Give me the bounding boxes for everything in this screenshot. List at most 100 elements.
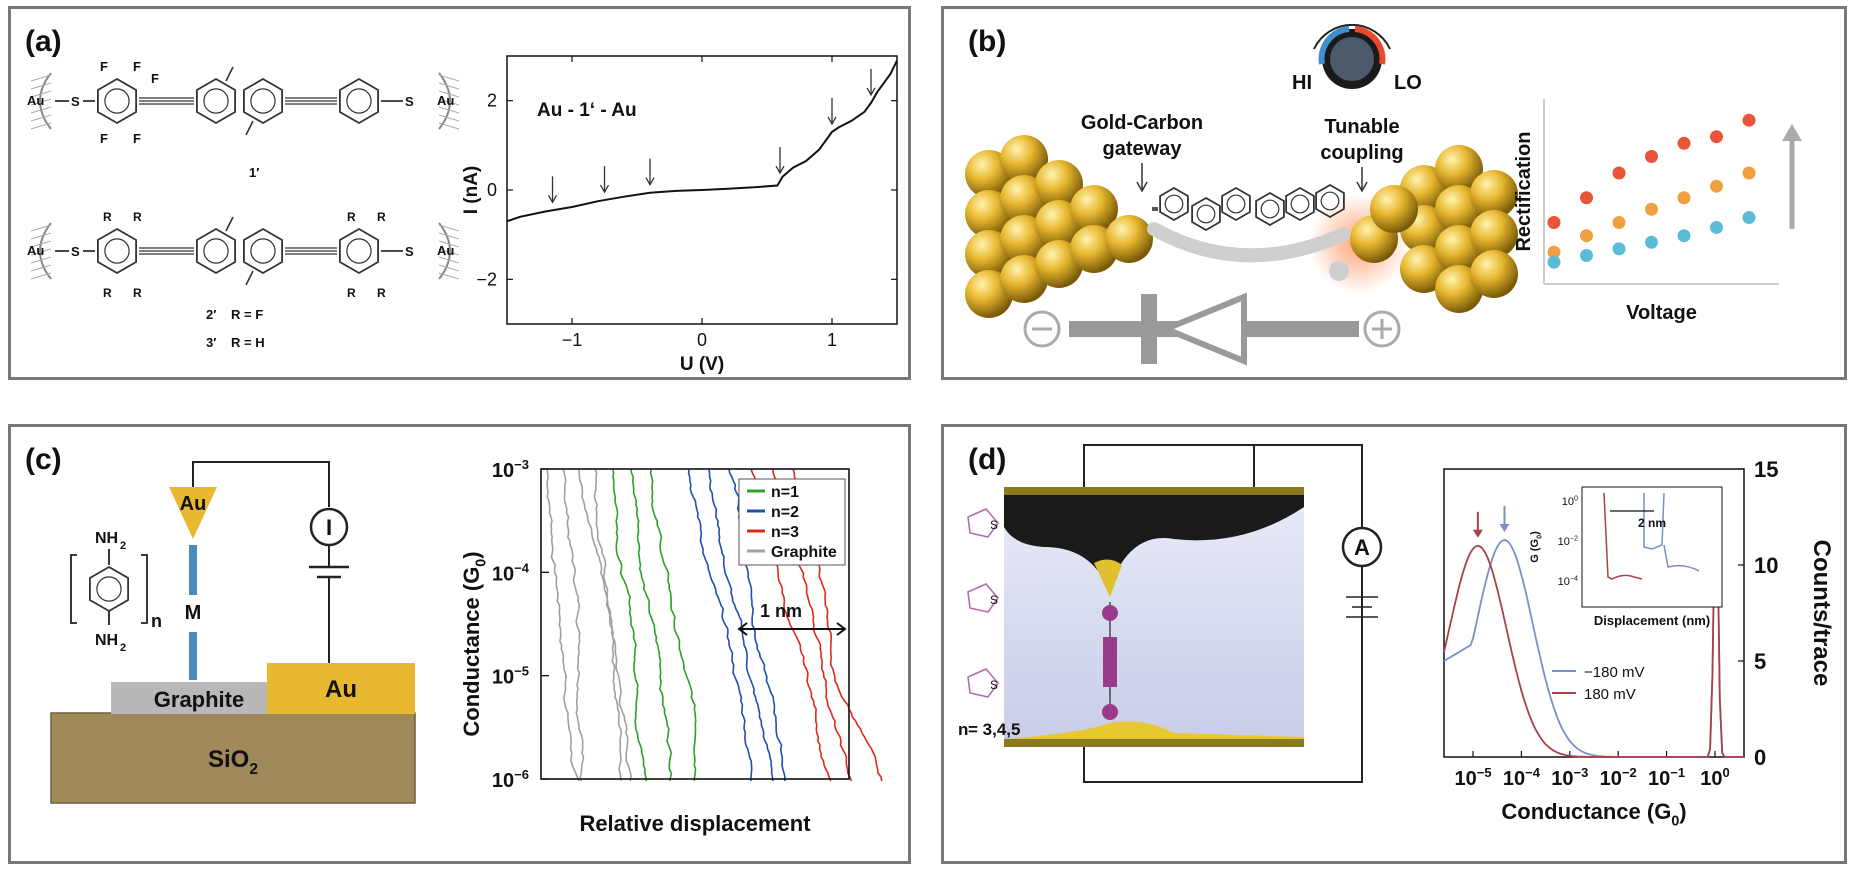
mol-1-methyl xyxy=(225,66,234,82)
graphite-label: Graphite xyxy=(154,687,244,712)
y-axis-label: Rectification xyxy=(1513,131,1535,251)
mol-2-au-right-hatch xyxy=(438,248,460,256)
y-axis-label: Counts/trace xyxy=(1808,540,1835,687)
mol-2-au-left-hatch xyxy=(30,224,52,232)
legend-label: n=1 xyxy=(771,484,799,501)
dial-face xyxy=(1330,37,1374,81)
rectification-chart: Voltage Rectification xyxy=(1513,99,1802,324)
mol-1-ring-1 xyxy=(195,77,237,125)
mol-2-au-right-hatch xyxy=(438,256,460,264)
gold-atom-left xyxy=(1105,215,1153,263)
conductance-trace xyxy=(649,468,697,782)
mol-2-au-right-hatch xyxy=(438,232,460,240)
mol-1-ring-2-ring xyxy=(250,88,276,114)
mol-1-au-left-hatch xyxy=(30,82,52,90)
mol-2-ring-2 xyxy=(242,227,284,275)
diode-triangle xyxy=(1158,292,1247,366)
molecule-ring-3-ring xyxy=(1260,199,1280,219)
step-arrow-head xyxy=(547,195,558,204)
mol-2-au-left-hatch xyxy=(30,240,52,248)
data-point xyxy=(1677,191,1691,205)
circuit-wire-top xyxy=(192,461,330,507)
y-axis-label: Conductance (G0) xyxy=(459,551,490,736)
coupling-arc xyxy=(1147,222,1351,263)
conductance-trace xyxy=(578,468,623,782)
data-point xyxy=(1612,216,1626,229)
anchor-bottom xyxy=(1102,704,1118,720)
data-point xyxy=(1547,255,1561,269)
legend-label: Graphite xyxy=(771,544,837,561)
gold-atom-left xyxy=(1000,135,1048,183)
x-axis-label: Conductance (G0) xyxy=(1501,799,1686,830)
mol-1-au-right-hatch xyxy=(438,114,460,122)
plot-frame xyxy=(540,468,850,780)
y-tick-label: 2 xyxy=(487,91,497,111)
panel-a-label: (a) xyxy=(25,25,62,58)
n-label: n xyxy=(958,720,968,739)
y-tick-label: 10−5 xyxy=(492,664,529,689)
mol-1-au-left: Au xyxy=(27,93,44,108)
chart-title: Au - 1‘ - Au xyxy=(537,100,637,121)
conductance-trace xyxy=(546,468,580,782)
mol-2-r: R xyxy=(347,286,356,300)
mol-2-r: R xyxy=(103,210,112,224)
molecule-lower xyxy=(189,632,197,680)
data-point xyxy=(1742,113,1756,127)
y-tick-label: −2 xyxy=(476,269,497,289)
gold-atom-right xyxy=(1470,170,1518,218)
inset-trace-red xyxy=(1603,492,1643,580)
mol-2-r: R xyxy=(377,286,386,300)
mol-2-ring-1-ring xyxy=(203,238,229,264)
mol-2-s-right: S xyxy=(405,244,414,259)
mol-1-au-left-hatch xyxy=(30,106,52,114)
y-tick-label: 10−6 xyxy=(492,767,529,792)
gold-atom-right xyxy=(1470,250,1518,298)
thiophene-s: S xyxy=(990,593,998,607)
au-tip xyxy=(169,487,217,539)
y-tick-label: 0 xyxy=(1754,745,1766,770)
y-tick-label: 15 xyxy=(1754,457,1778,482)
gateway-arrow-head xyxy=(1136,181,1148,193)
x-tick-label: 10−2 xyxy=(1600,765,1637,790)
mol-1-ring-0-ring xyxy=(104,88,130,114)
mol-1-au-right-hatch xyxy=(438,98,460,106)
gold-atom-right xyxy=(1435,145,1483,193)
ammeter-label: A xyxy=(1354,535,1370,560)
mol-1-au-right: Au xyxy=(437,93,454,108)
ammeter xyxy=(1341,526,1383,568)
y-tick-label: 5 xyxy=(1754,649,1766,674)
scale-bar-head xyxy=(836,622,847,636)
lo-label: LO xyxy=(1394,72,1422,94)
data-point xyxy=(1580,229,1593,243)
molecule-ring-4 xyxy=(1285,186,1315,222)
mol-2-name: 2′ xyxy=(206,307,216,322)
data-point xyxy=(1547,216,1561,229)
mol-2-r: R xyxy=(133,210,142,224)
molecule-label: M xyxy=(185,602,202,624)
legend-label: n=2 xyxy=(771,504,799,521)
grey-atom xyxy=(1329,261,1349,281)
hi-label: HI xyxy=(1292,72,1312,94)
data-point xyxy=(1645,150,1658,163)
x-axis-label: Voltage xyxy=(1626,302,1697,324)
legend-label: −180 mV xyxy=(1584,664,1644,681)
x-axis-label: U (V) xyxy=(680,354,724,375)
mol-1-au-right-hatch xyxy=(438,122,460,130)
molecule-ring-1 xyxy=(1191,196,1221,232)
data-point xyxy=(1710,220,1723,234)
mol-2-ring-0 xyxy=(97,227,137,275)
mol-1-ring-2 xyxy=(242,77,284,125)
x-tick-label: −1 xyxy=(562,330,583,350)
molecule-ring-2-ring xyxy=(1226,194,1246,214)
data-point xyxy=(1645,235,1658,249)
thiophene-s: S xyxy=(990,518,998,532)
top-electrode-bar xyxy=(1004,487,1304,495)
legend-label: 180 mV xyxy=(1584,686,1636,703)
